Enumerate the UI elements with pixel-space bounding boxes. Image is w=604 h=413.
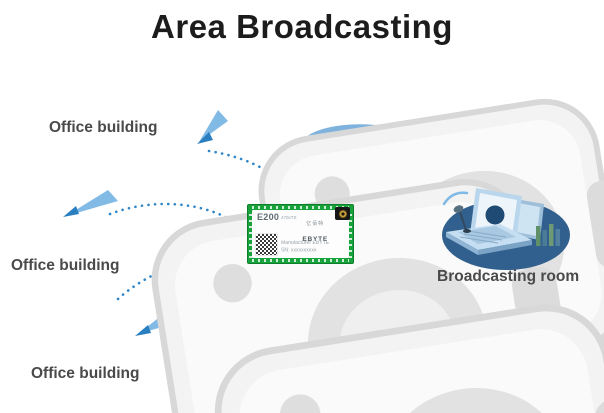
module-pin-row-top bbox=[252, 206, 349, 209]
broadcasting-room-label: Broadcasting room bbox=[437, 268, 580, 285]
office-building-label-top: Office building bbox=[49, 119, 158, 136]
module-pin-row-left bbox=[249, 210, 252, 258]
module-brand-logo: 亿佰特 EBYTE bbox=[302, 213, 328, 245]
antenna-connector-pin bbox=[338, 209, 347, 218]
module-logo-mark: 亿佰特 bbox=[306, 221, 325, 227]
speaker-beam-top bbox=[197, 110, 228, 144]
speaker-beam-middle bbox=[63, 190, 118, 217]
module-label: E200 470xTS 亿佰特 EBYTE Manufacturer EBYTE… bbox=[252, 210, 349, 258]
module-manufacturer-text: Manufacturer EBYTE bbox=[281, 240, 330, 246]
module-brand-name: EBYTE bbox=[302, 236, 328, 243]
module-pin-row-right bbox=[349, 210, 352, 258]
office-building-label-bottom: Office building bbox=[31, 365, 140, 382]
module-info-text: Manufacturer EBYTE SN: xxxxxxxxxx bbox=[281, 240, 329, 255]
rf-module: E200 470xTS 亿佰特 EBYTE Manufacturer EBYTE… bbox=[247, 204, 354, 264]
module-title-row: E200 470xTS 亿佰特 EBYTE bbox=[257, 213, 345, 245]
antenna-connector-icon bbox=[335, 207, 350, 220]
diagram-title: Area Broadcasting bbox=[151, 8, 453, 45]
broadcasting-room-illustration bbox=[442, 188, 570, 270]
module-serial-text: SN: xxxxxxxxxx bbox=[281, 248, 317, 254]
module-qr-code bbox=[255, 233, 278, 256]
module-pin-row-bottom bbox=[252, 259, 349, 262]
office-building-label-middle: Office building bbox=[11, 257, 120, 274]
module-model: E200 bbox=[257, 212, 280, 222]
module-model-suffix: 470xTS bbox=[281, 216, 297, 221]
